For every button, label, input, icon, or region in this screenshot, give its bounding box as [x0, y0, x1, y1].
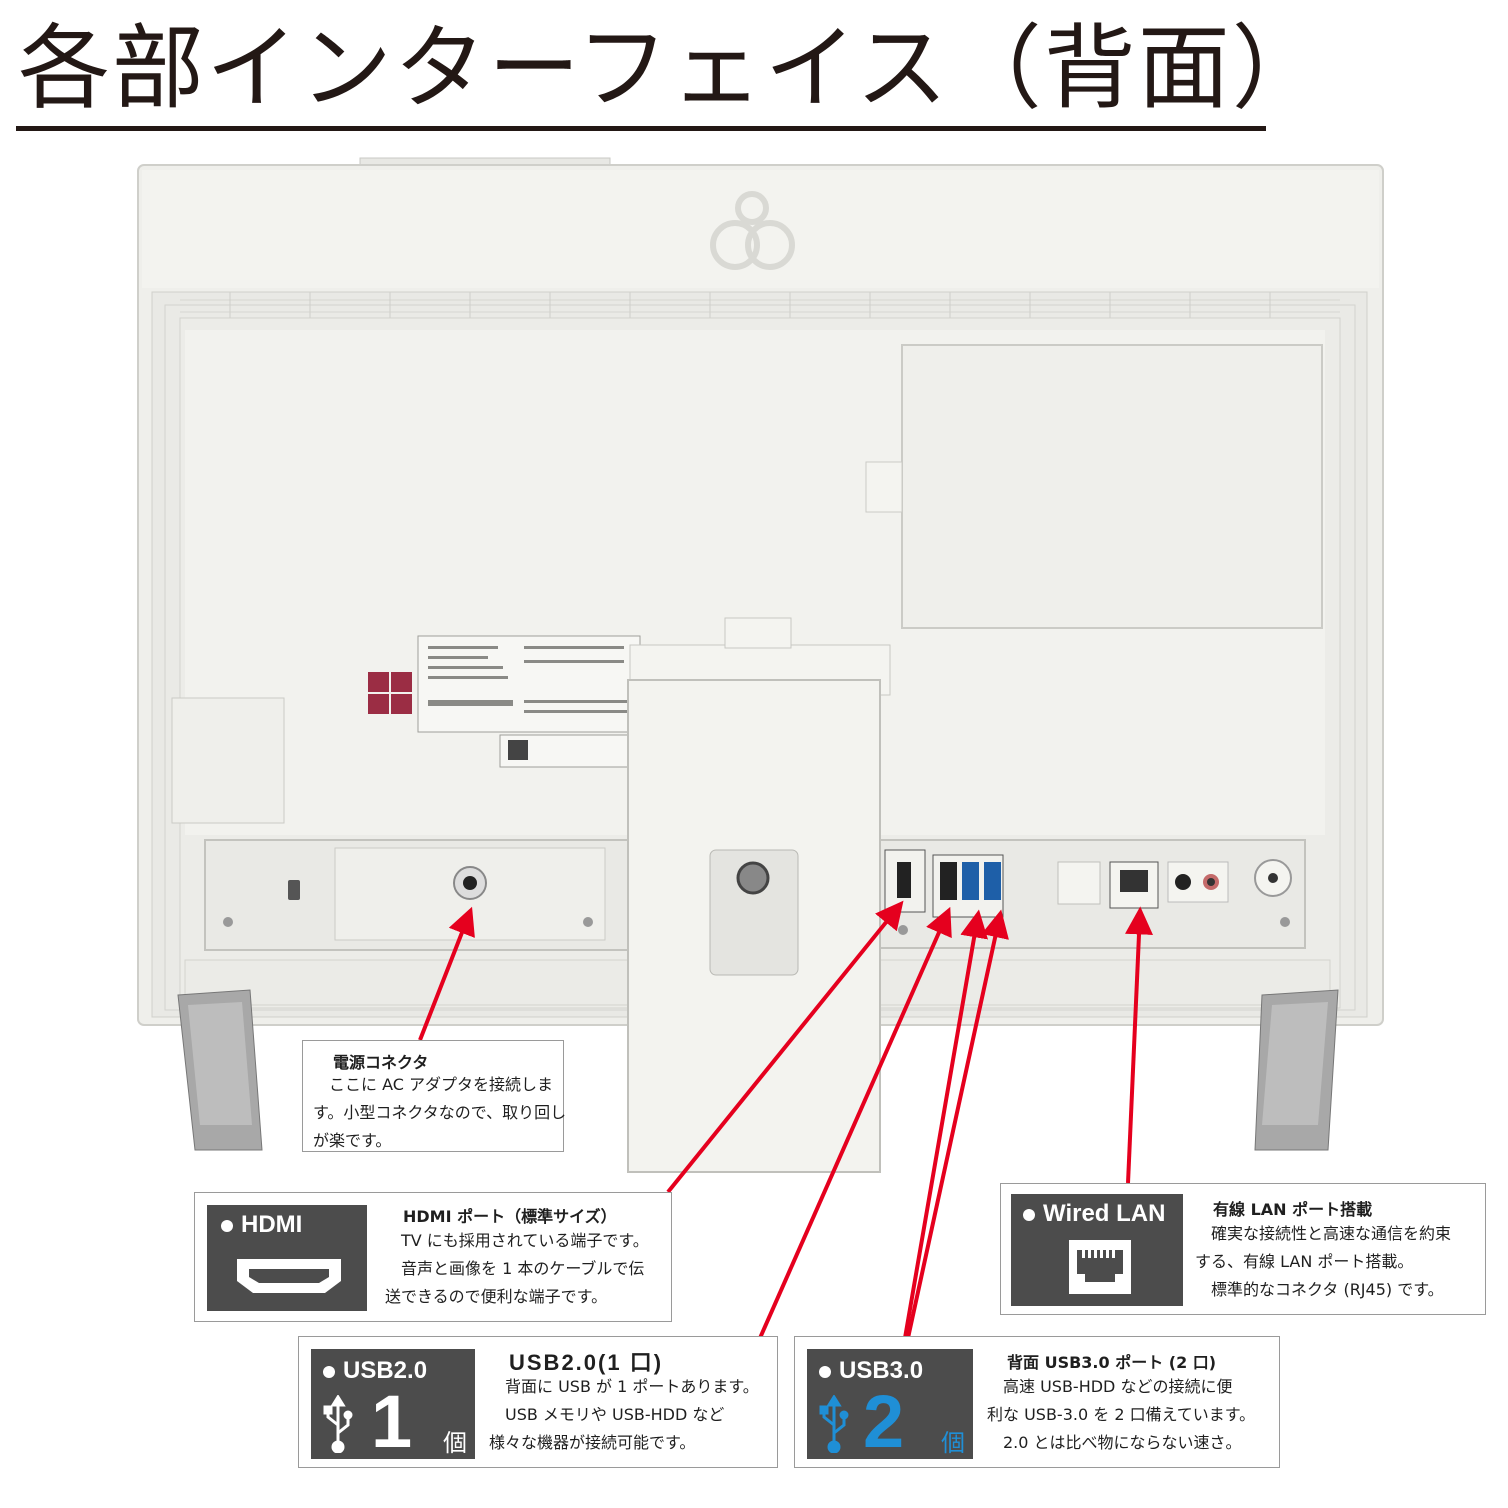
usb3-line: 利な USB-3.0 を 2 口備えています。: [987, 1405, 1256, 1424]
usb3-heading: 背面 USB3.0 ポート (2 口): [1007, 1353, 1217, 1372]
usb2-heading: USB2.0(1 口): [509, 1350, 664, 1375]
usb3-count: 2: [863, 1380, 905, 1463]
lan-line: 確実な接続性と高速な通信を約束: [1195, 1224, 1452, 1243]
power-heading: 電源コネクタ: [333, 1053, 429, 1072]
arrow-lan: [1125, 906, 1153, 1184]
ethernet-port-icon: [1069, 1240, 1131, 1294]
usb3-port-a: [962, 862, 979, 900]
usb2-line: USB メモリや USB-HDD など: [489, 1405, 725, 1424]
lan-heading: 有線 LAN ポート搭載: [1213, 1200, 1373, 1219]
usb3-badge: USB3.0 2 個: [807, 1349, 973, 1459]
usb2-line: 様々な機器が接続可能です。: [489, 1433, 696, 1452]
usb2-badge: USB2.0 1 個: [311, 1349, 475, 1459]
bullet-icon: [1023, 1208, 1035, 1221]
lan-badge-label: Wired LAN: [1043, 1200, 1166, 1227]
hdmi-line: 送できるので便利な端子です。: [385, 1287, 608, 1306]
usb3-badge-label: USB3.0: [839, 1357, 924, 1384]
arrow-usb3b: [906, 909, 1009, 1339]
power-line: が楽です。: [313, 1131, 392, 1150]
hdmi-port-icon: [237, 1259, 341, 1293]
wired-lan-callout: Wired LAN 有線 LAN ポート搭載 確実な接続性と高速な通信を約束 す…: [1000, 1183, 1486, 1315]
usb2-badge-label: USB2.0: [343, 1357, 428, 1384]
usb3-port-b: [984, 862, 1001, 900]
lan-badge: Wired LAN: [1011, 1194, 1183, 1306]
usb2-port: [940, 862, 957, 900]
hdmi-callout: HDMI HDMI ポート（標準サイズ） TV にも採用されている端子です。 音…: [194, 1192, 672, 1322]
power-line: す。小型コネクタなので、取り回し: [313, 1103, 567, 1122]
arrow-power: [418, 906, 475, 1041]
usb3-callout: USB3.0 2 個 背面 USB3.0 ポート (2 口) 高速 USB-HD…: [794, 1336, 1280, 1468]
usb3-count-unit: 個: [941, 1429, 965, 1457]
power-line: ここに AC アダプタを接続しま: [313, 1075, 554, 1094]
title-underline: [16, 126, 1266, 131]
usb2-count: 1: [371, 1380, 413, 1463]
hdmi-line: TV にも採用されている端子です。: [385, 1231, 649, 1250]
hdmi-line: 音声と画像を 1 本のケーブルで伝: [385, 1259, 645, 1278]
arrow-usb2: [758, 906, 952, 1339]
bullet-icon: [819, 1365, 831, 1378]
hdmi-badge: HDMI: [207, 1205, 367, 1311]
hdmi-badge-label: HDMI: [241, 1211, 303, 1238]
hdmi-heading: HDMI ポート（標準サイズ）: [403, 1207, 617, 1226]
lan-line: 標準的なコネクタ (RJ45) です。: [1195, 1280, 1444, 1299]
usb2-count-unit: 個: [443, 1429, 467, 1457]
usb3-line: 高速 USB-HDD などの接続に便: [987, 1377, 1233, 1396]
arrow-usb3a: [903, 909, 988, 1339]
usb2-callout: USB2.0 1 個 USB2.0(1 口) 背面に USB が 1 ポートあり…: [298, 1336, 778, 1468]
brand-logo: [710, 191, 795, 270]
bullet-icon: [323, 1365, 335, 1378]
bullet-icon: [221, 1219, 233, 1232]
page-title: 各部インターフェイス（背面）: [18, 15, 1326, 122]
arrow-hdmi: [666, 900, 904, 1194]
usb-icon: [323, 1395, 353, 1453]
power-connector-callout: 電源コネクタ ここに AC アダプタを接続しま す。小型コネクタなので、取り回し…: [302, 1040, 567, 1152]
usb2-line: 背面に USB が 1 ポートあります。: [489, 1377, 759, 1396]
usb3-line: 2.0 とは比べ物にならない速さ。: [987, 1433, 1242, 1452]
lan-line: する、有線 LAN ポート搭載。: [1195, 1252, 1414, 1271]
usb-icon: [819, 1395, 849, 1453]
